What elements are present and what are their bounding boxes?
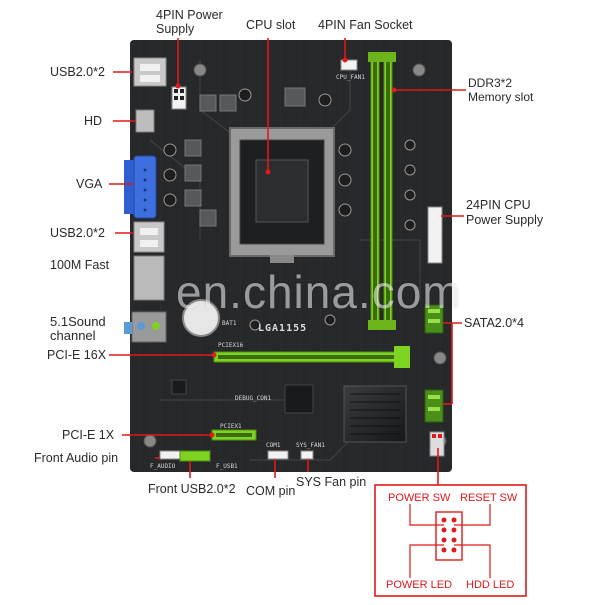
label-vga: VGA [76, 177, 102, 191]
fp-power-sw: POWER SW [388, 492, 450, 504]
sys-fan-silk: SYS_FAN1 [296, 442, 325, 449]
label-sound-l2: channel [50, 329, 96, 343]
label-power-4pin-l1: 4PIN Power [156, 8, 223, 22]
label-ddr3-l1: DDR3*2 [468, 76, 512, 90]
power-24pin-connector [428, 207, 442, 263]
label-fan-4pin: 4PIN Fan Socket [318, 18, 413, 32]
super-io-chip [285, 385, 313, 413]
label-usb-top: USB2.0*2 [50, 65, 105, 79]
label-pcie16: PCI-E 16X [47, 348, 106, 362]
label-pcie1: PCI-E 1X [62, 428, 114, 442]
front-audio-header [160, 451, 180, 459]
label-sata: SATA2.0*4 [464, 316, 524, 330]
sys-fan-header [301, 451, 313, 459]
label-front-audio: Front Audio pin [34, 451, 118, 465]
socket-silk: LGA1155 [258, 323, 307, 334]
cpu-fan-silk: CPU_FAN1 [336, 74, 365, 81]
com-header [268, 451, 288, 459]
fp-reset-sw: RESET SW [460, 492, 517, 504]
debug-silk: DEBUG_CON1 [235, 395, 271, 402]
pcie1-silk: PCIEX1 [220, 423, 242, 430]
label-cpu-slot: CPU slot [246, 18, 295, 32]
audio-jack [132, 312, 166, 342]
label-power-4pin-l2: Supply [156, 22, 194, 36]
fp-hdd-led: HDD LED [466, 579, 514, 591]
label-usb-mid: USB2.0*2 [50, 226, 105, 240]
battery-silk: BAT1 [222, 320, 236, 327]
front-usb-header [180, 451, 210, 461]
fp-power-led: POWER LED [386, 579, 452, 591]
label-sys-fan: SYS Fan pin [296, 475, 366, 489]
label-ddr3-l2: Memory slot [468, 90, 533, 104]
label-hd: HD [84, 114, 102, 128]
pcie16-silk: PCIEX16 [218, 342, 243, 349]
usb-mid-port [134, 222, 164, 252]
label-sound-l1: 5.1Sound [50, 315, 106, 329]
audio-chip [172, 380, 186, 394]
f-audio-silk: F_AUDIO [150, 463, 175, 470]
hd-port [136, 110, 154, 132]
watermark: en.china.com [176, 265, 462, 319]
label-lan: 100M Fast [50, 258, 109, 272]
label-com: COM pin [246, 484, 295, 498]
lan-port [134, 256, 164, 300]
f-usb-silk: F_USB1 [216, 463, 238, 470]
label-24pin-l2: Power Supply [466, 213, 543, 227]
label-24pin-l1: 24PIN CPU [466, 198, 531, 212]
com-silk: COM1 [266, 442, 280, 449]
label-front-usb: Front USB2.0*2 [148, 482, 236, 496]
